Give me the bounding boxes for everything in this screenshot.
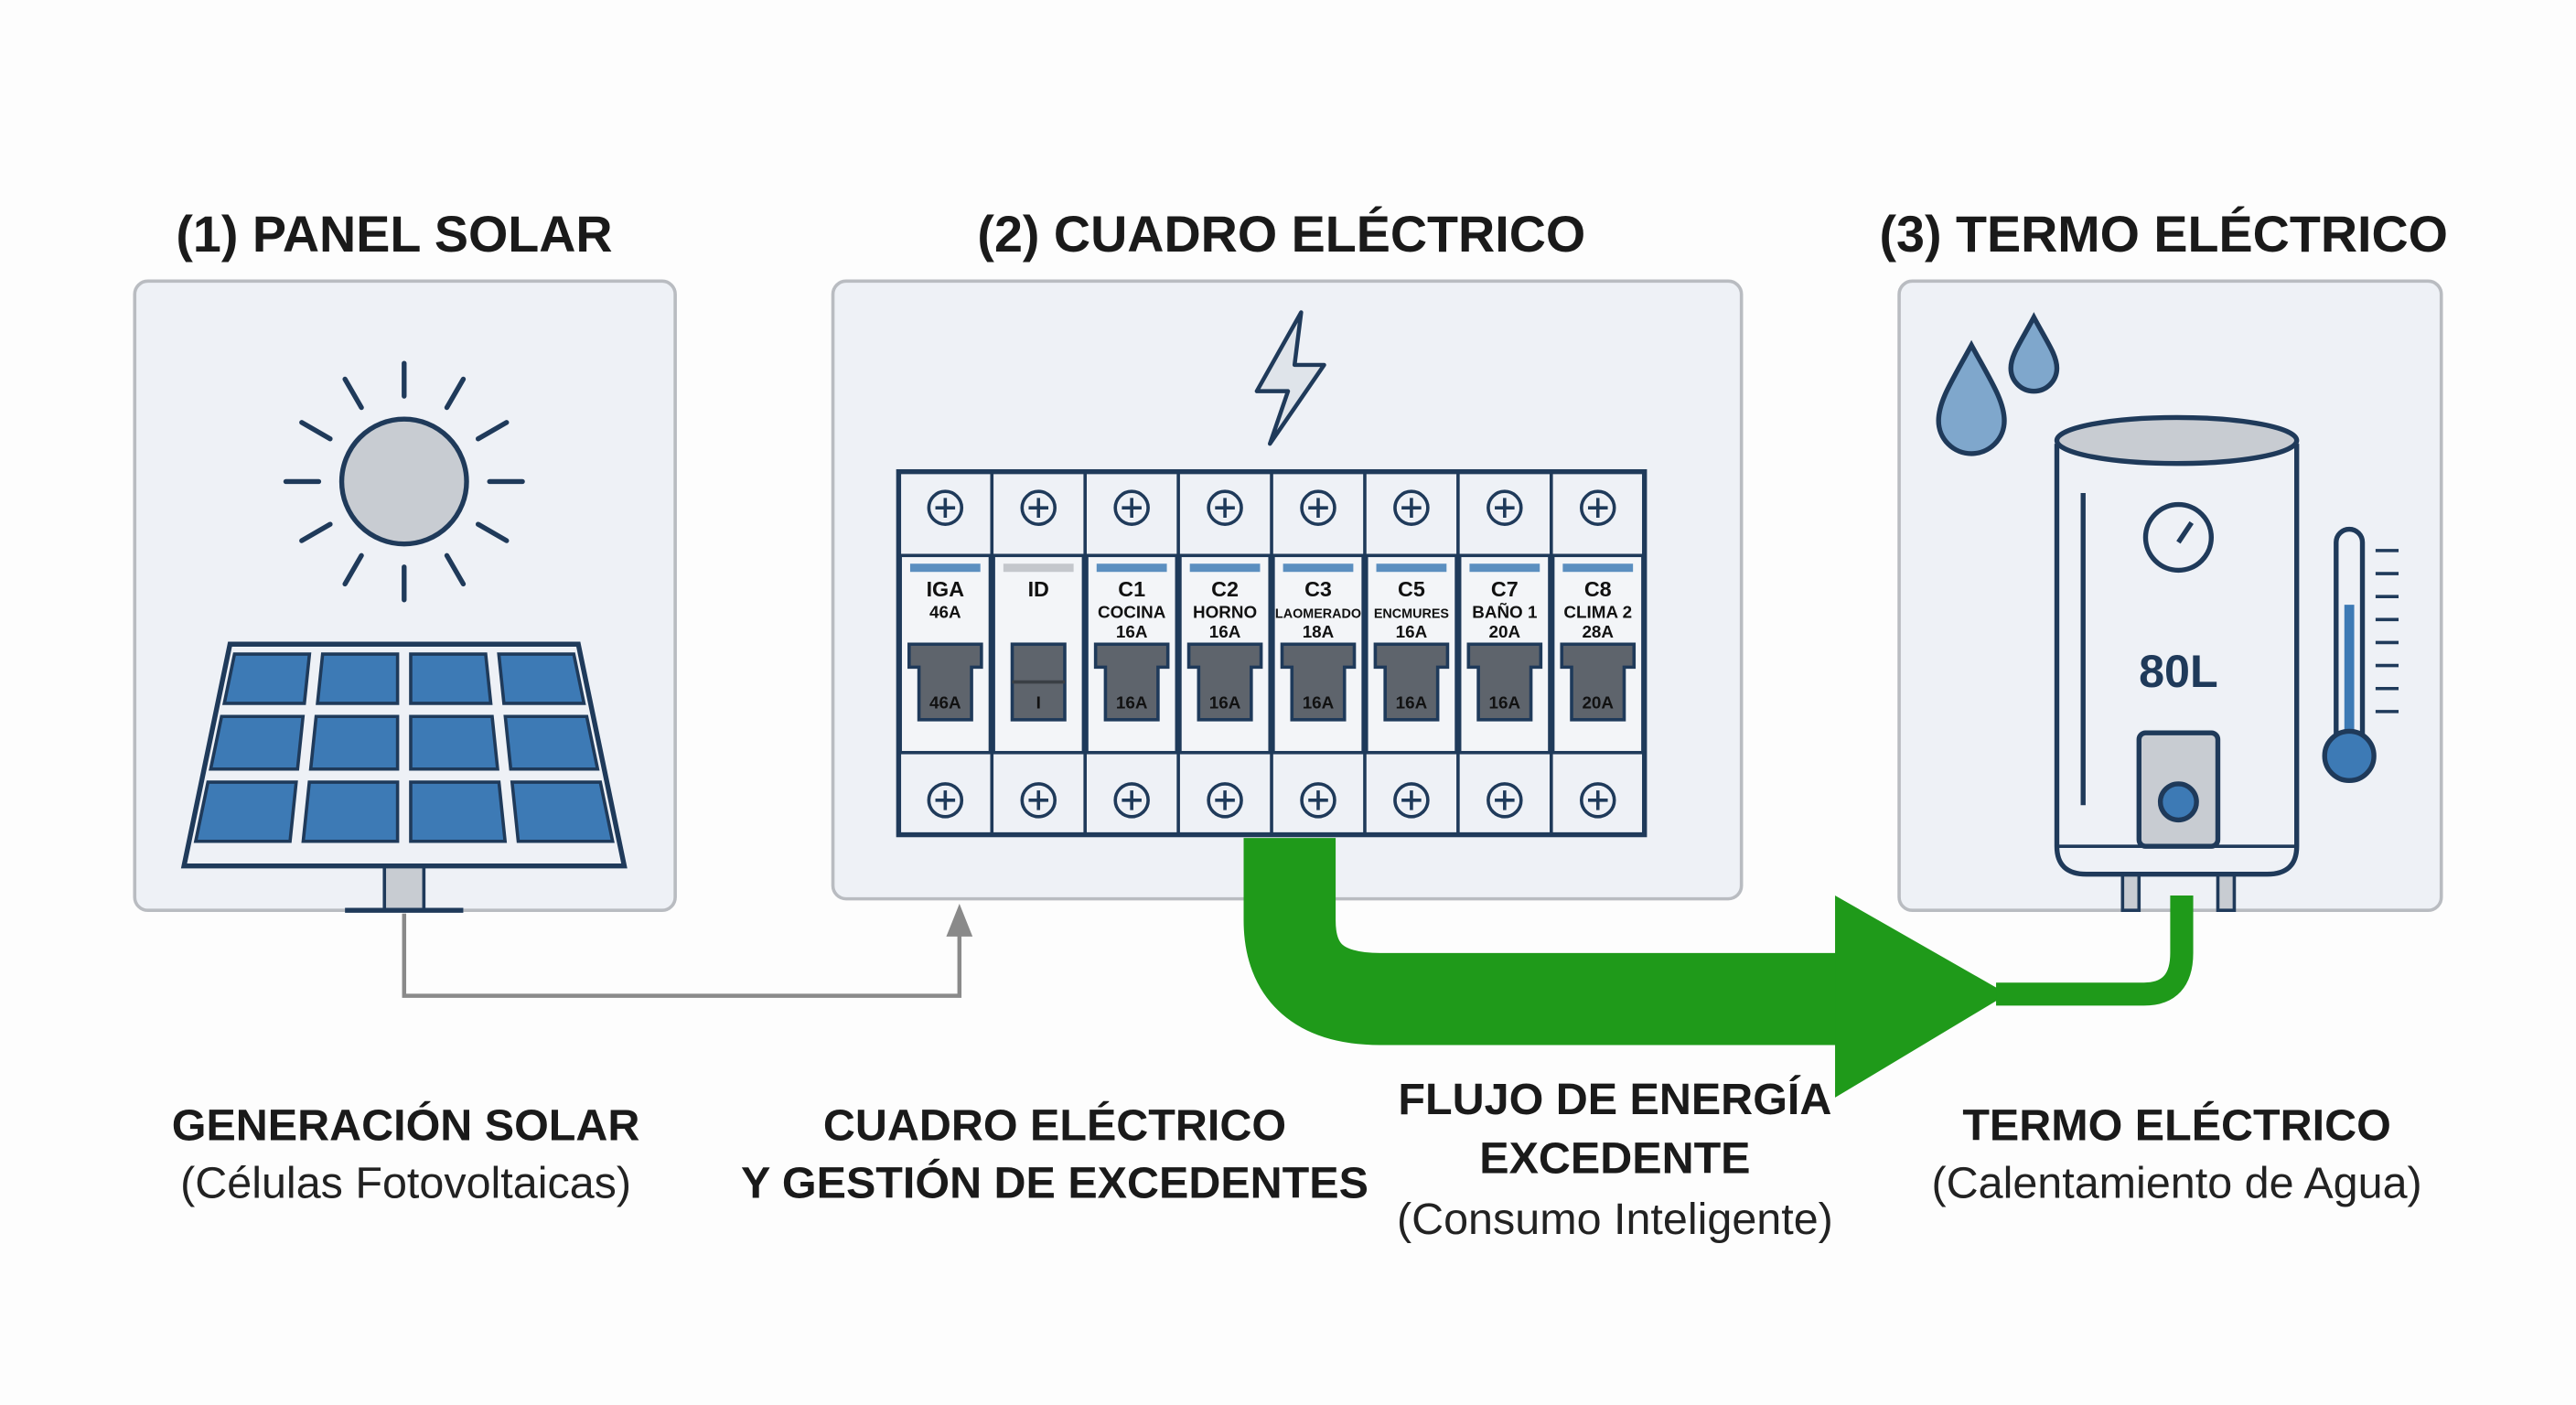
breaker-switch[interactable] — [1280, 642, 1357, 722]
sun-ray — [475, 420, 510, 442]
solar-cell — [209, 714, 306, 771]
breaker-switch[interactable] — [1093, 642, 1170, 722]
breaker-desc: COCINA — [1098, 603, 1166, 622]
water-heater-tank: 80L — [2054, 414, 2300, 912]
breaker-name: IGA — [927, 577, 965, 601]
breaker-rating: 18A — [1303, 622, 1335, 641]
breaker-rating: 16A — [1116, 622, 1148, 641]
breaker-name: ID — [1028, 577, 1049, 601]
label-excedente: EXCEDENTE — [1479, 1134, 1750, 1184]
solar-cell — [409, 714, 499, 771]
breaker-desc: LAOMERADO — [1275, 607, 1361, 622]
solar-cell — [409, 652, 493, 705]
flow-arrow — [1243, 838, 2194, 1098]
breaker-desc: HORNO — [1193, 603, 1257, 622]
breaker-rating: 28A — [1582, 622, 1614, 641]
breaker-switch-label: 16A — [1116, 692, 1148, 712]
breaker-rating: 20A — [1489, 622, 1521, 641]
solar-cell — [510, 780, 615, 843]
sublabel-consumo-inteligente: (Consumo Inteligente) — [1397, 1195, 1833, 1244]
breaker-switch-label: 20A — [1582, 692, 1614, 712]
solar-cell — [316, 652, 400, 705]
label-termo-electrico: TERMO ELÉCTRICO — [1962, 1101, 2391, 1151]
sun-ray — [342, 552, 364, 587]
breaker-id[interactable]: ID I — [990, 471, 1086, 835]
sun-ray — [444, 552, 467, 587]
title-cuadro-electrico: (2) CUADRO ELÉCTRICO — [977, 206, 1585, 263]
solar-cell — [409, 780, 508, 843]
breaker-switch[interactable] — [1466, 642, 1543, 722]
sun-ray — [299, 420, 333, 442]
sun-ray — [299, 521, 333, 543]
breaker-switch-label: 16A — [1489, 692, 1521, 712]
sun-ray — [475, 521, 510, 543]
breaker-name: C2 — [1211, 577, 1239, 601]
solar-panel-icon — [180, 641, 628, 913]
title-panel-solar: (1) PANEL SOLAR — [176, 206, 612, 263]
breaker-switch-label: 16A — [1303, 692, 1335, 712]
label-gestion-excedentes: Y GESTIÓN DE EXCEDENTES — [741, 1157, 1368, 1207]
solar-cell — [301, 780, 400, 843]
sun-icon — [283, 360, 525, 603]
label-cuadro-electrico: CUADRO ELÉCTRICO — [823, 1101, 1286, 1151]
sublabel-generacion-solar: (Células Fotovoltaicas) — [180, 1158, 631, 1207]
label-generacion-solar: GENERACIÓN SOLAR — [172, 1100, 640, 1151]
sun-ray — [444, 376, 467, 411]
breaker-desc: ENCMURES — [1374, 607, 1450, 622]
solar-cell — [503, 714, 600, 771]
breaker-switch-label: 46A — [929, 692, 961, 712]
breaker-name: C8 — [1584, 577, 1612, 601]
solar-cell — [193, 780, 298, 843]
solar-cell — [308, 714, 400, 771]
tank-capacity: 80L — [2139, 645, 2218, 697]
breaker-switch[interactable] — [1186, 642, 1263, 722]
solar-cell — [221, 652, 312, 705]
breaker-desc: CLIMA 2 — [1563, 603, 1632, 622]
breaker-switch-label: I — [1036, 692, 1041, 712]
breaker-desc: BAÑO 1 — [1472, 603, 1537, 622]
sublabel-calentamiento: (Calentamiento de Agua) — [1931, 1158, 2421, 1207]
breaker-name: C1 — [1118, 577, 1145, 601]
breaker-name: C5 — [1398, 577, 1425, 601]
breaker-switch[interactable] — [1560, 642, 1637, 722]
label-flujo-energia: FLUJO DE ENERGÍA — [1398, 1075, 1831, 1124]
solar-cell — [497, 652, 586, 705]
connector-line — [402, 913, 962, 998]
breaker-iga[interactable]: IGA 46A 46A — [898, 489, 993, 819]
thermometer-icon — [2322, 526, 2399, 783]
breaker-switch[interactable] — [1373, 642, 1450, 722]
connector-arrowhead — [946, 904, 973, 937]
sun-ray — [342, 376, 364, 411]
gauge-icon — [2142, 501, 2214, 574]
breaker-switch-label: 16A — [1209, 692, 1241, 712]
breaker-name: C7 — [1491, 577, 1519, 601]
breaker-switch[interactable] — [907, 642, 983, 722]
title-termo-electrico: (3) TERMO ELÉCTRICO — [1879, 206, 2448, 263]
breaker-name: C3 — [1304, 577, 1332, 601]
breaker-switch-label: 16A — [1396, 692, 1428, 712]
lightning-icon — [1254, 310, 1326, 446]
breaker-panel: IGA46A46AIDIC1COCINA16A16AC2HORNO16A16AC… — [896, 468, 1648, 838]
breaker-rating: 16A — [1396, 622, 1428, 641]
breaker-rating: 16A — [1209, 622, 1241, 641]
water-drop-icon — [1936, 312, 2060, 456]
breaker-rating: 46A — [929, 603, 961, 622]
